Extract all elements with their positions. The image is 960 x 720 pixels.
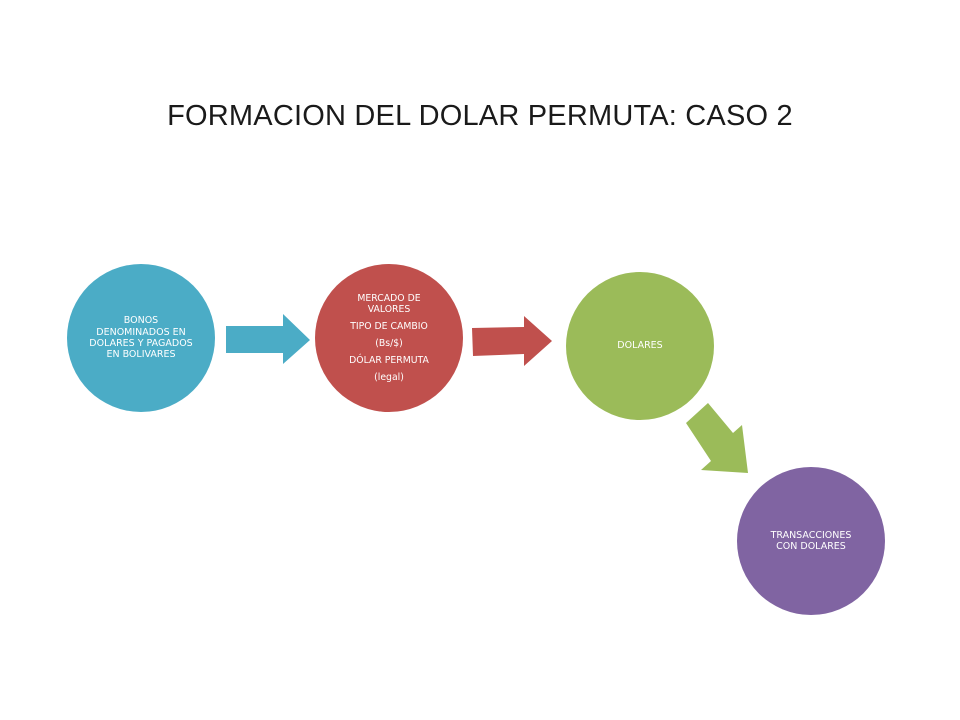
node-transacciones: TRANSACCIONES CON DOLARES [737, 467, 885, 615]
node-tipo-cambio-label: TIPO DE CAMBIO [350, 320, 428, 332]
node-legal-label: (legal) [374, 372, 404, 384]
node-mercado-label: MERCADO DE VALORES [357, 292, 421, 315]
node-mercado-valores: MERCADO DE VALORES TIPO DE CAMBIO (Bs/$)… [315, 264, 463, 412]
node-dolares: DOLARES [566, 272, 714, 420]
slide-title: FORMACION DEL DOLAR PERMUTA: CASO 2 [167, 100, 793, 132]
node-bonos-label: BONOS DENOMINADOS EN DOLARES Y PAGADOS E… [89, 315, 193, 361]
node-transacciones-label: TRANSACCIONES CON DOLARES [770, 529, 852, 552]
node-bs-usd-label: (Bs/$) [375, 338, 403, 349]
arrow-right-icon [226, 314, 310, 364]
arrow-down-right-icon [686, 403, 748, 473]
node-dolares-label: DOLARES [617, 340, 663, 352]
node-bonos: BONOS DENOMINADOS EN DOLARES Y PAGADOS E… [67, 264, 215, 412]
arrow-right-icon [472, 316, 552, 366]
node-dolar-permuta-label: DÓLAR PERMUTA [349, 355, 429, 367]
